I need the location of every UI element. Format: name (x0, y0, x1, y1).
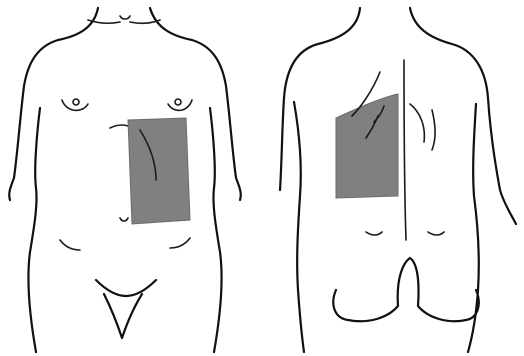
front-navel (120, 218, 128, 221)
front-hip-lines (60, 238, 190, 250)
back-scapula-right (410, 104, 435, 150)
back-view (280, 8, 516, 352)
front-nipple-right (175, 99, 181, 105)
front-pelvis (96, 280, 156, 338)
back-spine (404, 60, 406, 240)
back-dimple-left (366, 232, 382, 235)
front-view (9, 8, 241, 352)
front-left-outline (9, 8, 98, 352)
back-shaded-region (336, 94, 398, 198)
back-buttocks (333, 258, 478, 321)
back-dimple-right (428, 232, 444, 235)
front-shaded-region (128, 118, 190, 224)
back-right-outline (410, 8, 516, 352)
front-nipple-left (73, 99, 79, 105)
front-clavicles (88, 16, 160, 23)
